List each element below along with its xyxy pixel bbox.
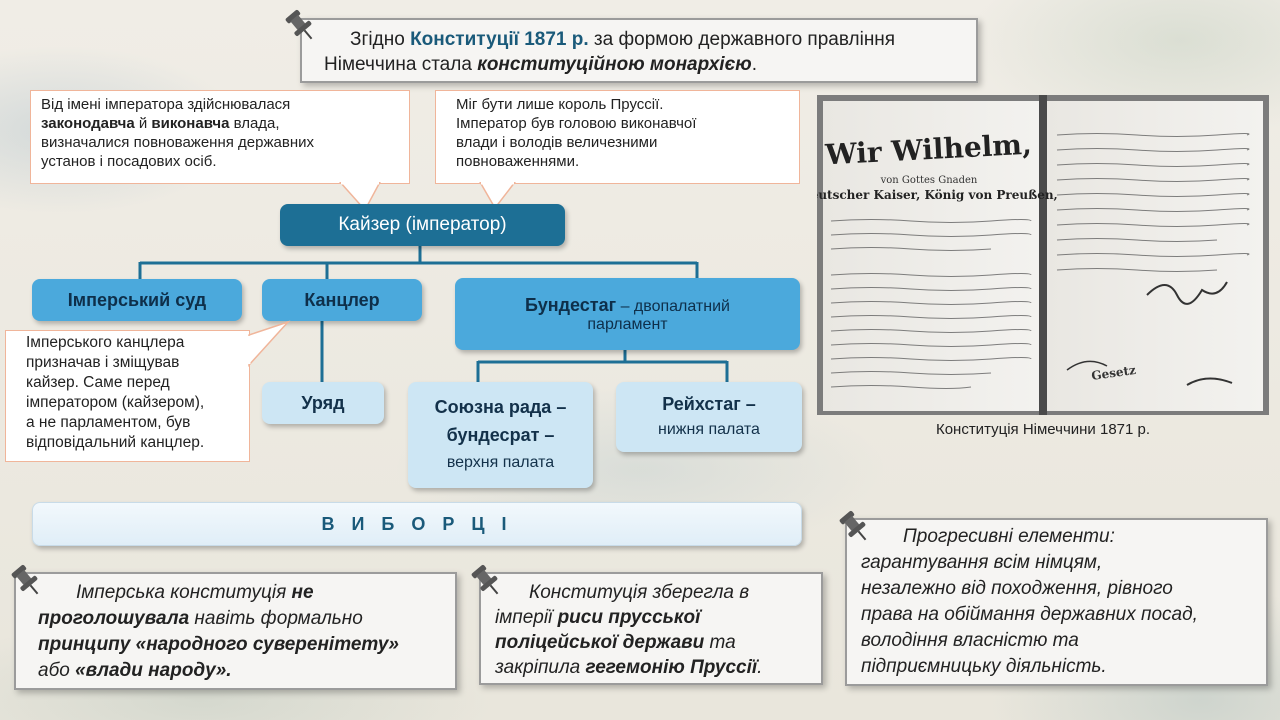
bm-text-1: Конституція зберегла в [529, 582, 750, 603]
bm-bold-features: риси прусської [557, 607, 701, 628]
executive-word: виконавча [151, 115, 230, 132]
pushpin-icon [11, 564, 39, 595]
kaiser-node: Кайзер (імператор) [280, 204, 565, 246]
pushpin-icon [471, 564, 499, 595]
callout-pointer-right [479, 182, 516, 210]
top-note-text-2: за формою державного правління [588, 29, 896, 50]
callout-chancellor-line-2: призначав і зміщував [26, 354, 180, 371]
bl-bold-not: не [291, 582, 314, 603]
br-line-1: Прогресивні елементи: [903, 526, 1115, 547]
bl-bold-proclaim: проголошувала [38, 608, 190, 629]
government-label: Уряд [301, 392, 345, 413]
callout-king-of-prussia: Міг бути лише король Пруссії. Імператор … [435, 90, 800, 184]
connector-word: й [134, 115, 152, 132]
callout-chancellor-line-3: кайзер. Саме перед [26, 374, 170, 391]
bundestag-node: Бундестаг – двопалатний парламент [455, 278, 800, 350]
callout-chancellor-line-6: відповідальний канцлер. [26, 434, 205, 451]
constitution-photo: Wir Wilhelm, von Gottes Gnaden Deutscher… [817, 95, 1269, 415]
top-note-constitution: Конституції 1871 р. [410, 29, 589, 50]
top-note: Згідно Конституції 1871 р. за формою дер… [300, 18, 978, 83]
br-line-4: права на обіймання державних посад, [861, 604, 1198, 625]
br-line-5: володіння власністю та [861, 630, 1079, 651]
callout-chancellor-line-5: а не парламентом, був [26, 414, 191, 431]
callout-pointer-chancellor [248, 320, 291, 367]
top-note-period: . [751, 54, 757, 75]
bundestag-label: Бундестаг [525, 294, 617, 315]
note-prussian-features: Конституція зберегла в імперії риси прус… [479, 572, 823, 685]
bundesrat-label-2: бундесрат – [446, 425, 555, 445]
br-line-6: підприємницьку діяльність. [861, 656, 1107, 677]
callout-kaiser-powers-line-4: установ і посадових осіб. [41, 153, 217, 170]
callout-pointer-left [338, 182, 381, 212]
photo-caption: Конституція Німеччини 1871 р. [935, 421, 1151, 438]
top-note-monarchy: конституційною монархією [477, 54, 752, 75]
electors-bar: В И Б О Р Ц І [32, 502, 802, 546]
callout-king-line-1: Міг бути лише король Пруссії. [456, 96, 664, 113]
bm-text-3: та [704, 632, 736, 653]
bl-text-3: або [38, 660, 76, 681]
pushpin-icon [839, 510, 867, 541]
br-line-2: гарантування всім німцям, [861, 552, 1103, 573]
br-line-3: незалежно від походження, рівного [861, 578, 1173, 599]
government-node: Уряд [262, 382, 384, 424]
note-people-sovereignty: Імперська конституція не проголошувала н… [14, 572, 457, 690]
callout-kaiser-powers-line-1: Від імені імператора здійснювалася [41, 96, 291, 113]
bundesrat-label-1: Союзна рада – [434, 397, 567, 417]
reichstag-descr: нижня палата [658, 421, 760, 438]
note-progressive-elements: Прогресивні елементи: гарантування всім … [845, 518, 1268, 686]
top-note-text-3: Німеччина стала [324, 54, 478, 75]
constitution-image: Wir Wilhelm, von Gottes Gnaden Deutscher… [817, 95, 1269, 415]
legislative-word: законодавча [41, 115, 135, 132]
svg-text:Gesetz: Gesetz [1090, 363, 1136, 383]
callout-kaiser-powers-line-3: визначалися повноваження державних [41, 134, 314, 151]
chancellor-node: Канцлер [262, 279, 422, 321]
callout-kaiser-powers: Від імені імператора здійснювалася закон… [30, 90, 410, 184]
bm-bold-police-state: поліцейської держави [495, 632, 705, 653]
callout-king-line-4: повноваженнями. [456, 153, 580, 170]
bm-period: . [757, 657, 763, 678]
imperial-court-label: Імперський суд [67, 289, 207, 310]
pushpin-icon [285, 9, 313, 40]
bundesrat-node: Союзна рада – бундесрат – верхня палата [408, 382, 593, 488]
bundesrat-descr: верхня палата [446, 454, 555, 471]
bl-bold-sovereignty: принципу «народного суверенітету» [38, 634, 399, 655]
bm-bold-hegemony: гегемонію Пруссії [585, 657, 758, 678]
top-note-text-1: Згідно [350, 29, 411, 50]
bm-text-2: імперії [495, 607, 558, 628]
callout-kaiser-powers-line-2-end: влада, [229, 115, 280, 132]
svg-text:von Gottes Gnaden: von Gottes Gnaden [880, 175, 978, 186]
reichstag-node: Рейхстаг – нижня палата [616, 382, 802, 452]
electors-label: В И Б О Р Ц І [321, 513, 513, 534]
imperial-court-node: Імперський суд [32, 279, 242, 321]
bundestag-descr-1: – двопалатний [616, 297, 730, 315]
kaiser-label: Кайзер (імператор) [338, 214, 507, 235]
bm-text-4: закріпила [495, 657, 586, 678]
bl-bold-people-power: «влади народу». [75, 660, 232, 681]
callout-chancellor-line-4: імператором (кайзером), [26, 394, 205, 411]
bl-text-1: Імперська конституція [76, 582, 292, 603]
callout-chancellor: Імперського канцлера призначав і зміщува… [5, 330, 250, 462]
svg-text:Deutscher Kaiser, König von Pr: Deutscher Kaiser, König von Preußen, [817, 188, 1058, 202]
callout-king-line-3: влади і володів величезними [456, 134, 658, 151]
bl-text-2: навіть формально [189, 608, 363, 629]
reichstag-label: Рейхстаг – [662, 394, 756, 414]
callout-king-line-2: Імператор був головою виконавчої [456, 115, 697, 132]
bundestag-descr-2: парламент [587, 315, 668, 333]
chancellor-label: Канцлер [304, 289, 380, 310]
diagram-connectors [138, 244, 729, 383]
callout-chancellor-line-1: Імперського канцлера [26, 334, 185, 351]
